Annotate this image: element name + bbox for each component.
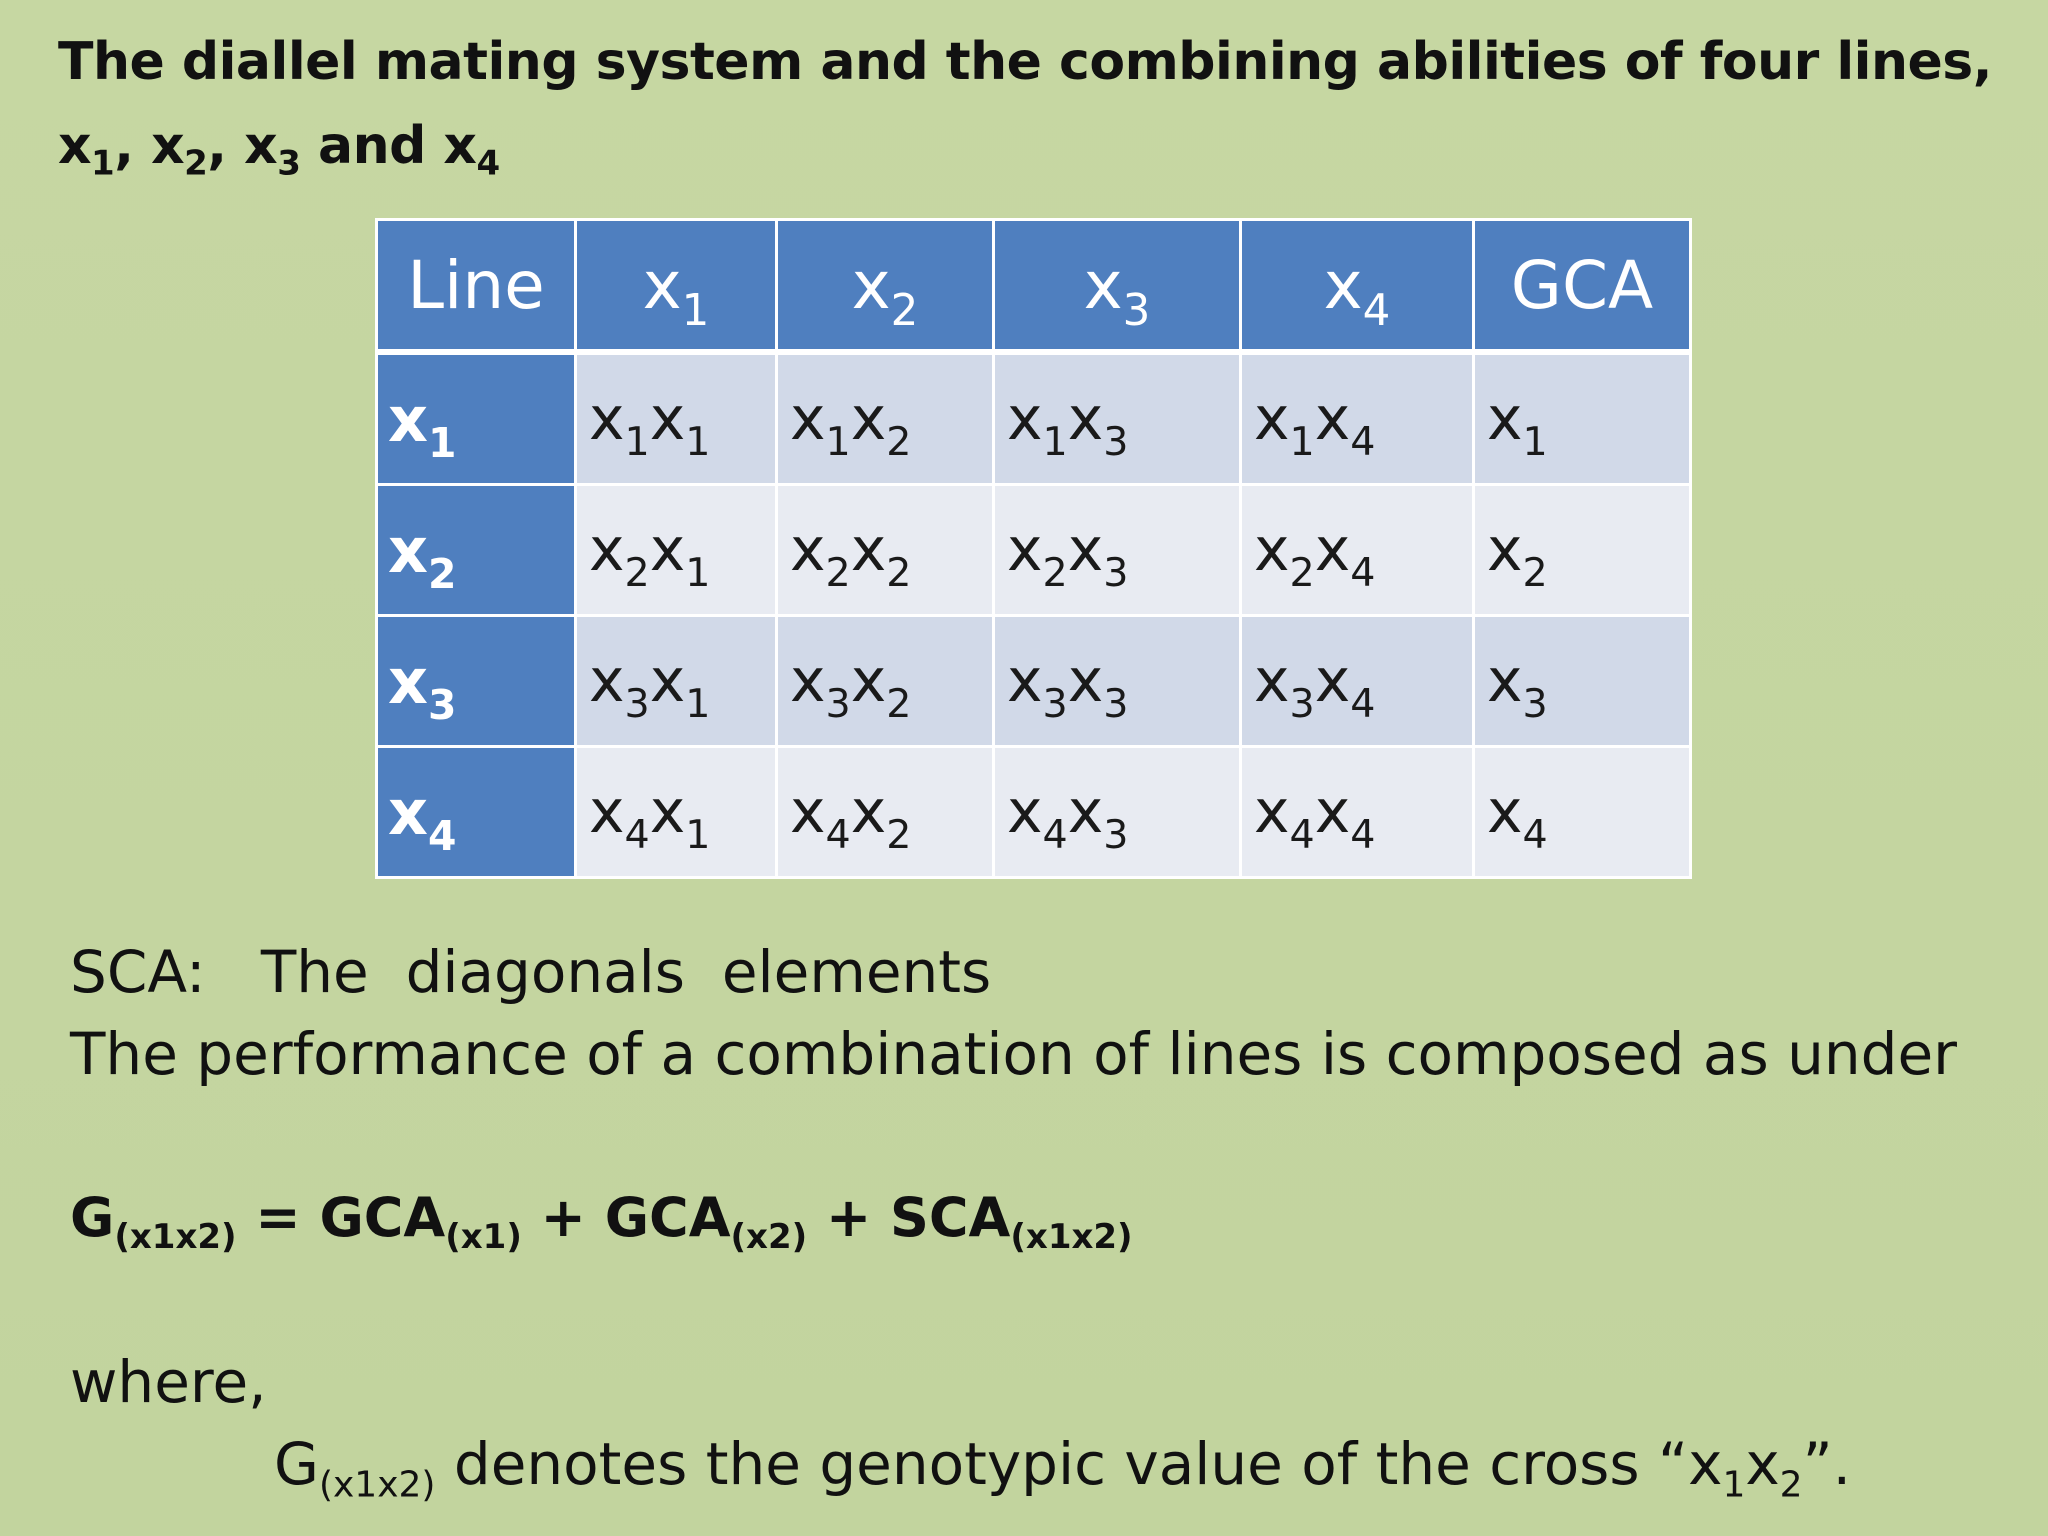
- table-header-row: Line x1 x2 x3 x4 GCA: [375, 218, 1692, 355]
- sca-description: SCA: The diagonals elements: [70, 932, 991, 1012]
- cell-x1x2: x1x2: [775, 350, 995, 486]
- title-line-1: The diallel mating system and the combin…: [58, 32, 1993, 92]
- table-row: x1 x1x1 x1x2 x1x3 x1x4 x1: [375, 350, 1692, 486]
- cell-gca-x2: x2: [1472, 483, 1692, 617]
- row-label-x1: x1: [375, 350, 577, 486]
- title-var-4: x4: [443, 116, 500, 184]
- cell-x2x1: x2x1: [574, 483, 778, 617]
- title-line-2: x1, x2, x3 and x4: [58, 104, 2018, 188]
- genotypic-value-definition: G(x1x2) denotes the genotypic value of t…: [274, 1430, 1852, 1506]
- cell-x3x2: x3x2: [775, 614, 995, 748]
- cell-x1x4: x1x4: [1239, 350, 1475, 486]
- diallel-table-wrapper: Line x1 x2 x3 x4 GCA x1 x1x1 x1x2 x1x3 x…: [375, 218, 1692, 879]
- diallel-table: Line x1 x2 x3 x4 GCA x1 x1x1 x1x2 x1x3 x…: [375, 218, 1692, 879]
- slide-title: The diallel mating system and the combin…: [58, 20, 2018, 188]
- cell-gca-x1: x1: [1472, 350, 1692, 486]
- table-row: x3 x3x1 x3x2 x3x3 x3x4 x3: [375, 614, 1692, 748]
- cell-x2x4: x2x4: [1239, 483, 1475, 617]
- sca-label: SCA:: [70, 938, 206, 1006]
- performance-text: The performance of a combination of line…: [70, 1020, 1957, 1088]
- cell-x3x4: x3x4: [1239, 614, 1475, 748]
- header-line: Line: [375, 218, 577, 355]
- title-var-2: x2,: [151, 116, 245, 184]
- cell-x3x1: x3x1: [574, 614, 778, 748]
- cell-gca-x4: x4: [1472, 745, 1692, 879]
- cell-x1x1: x1x1: [574, 350, 778, 486]
- cell-x4x2: x4x2: [775, 745, 995, 879]
- header-col-x3: x3: [992, 218, 1242, 355]
- sca-text: The diagonals elements: [260, 938, 992, 1006]
- cell-x2x3: x2x3: [992, 483, 1242, 617]
- header-col-x4: x4: [1239, 218, 1475, 355]
- cell-x3x3: x3x3: [992, 614, 1242, 748]
- header-col-x1: x1: [574, 218, 778, 355]
- table-row: x2 x2x1 x2x2 x2x3 x2x4 x2: [375, 483, 1692, 617]
- cell-x4x4: x4x4: [1239, 745, 1475, 879]
- cell-gca-x3: x3: [1472, 614, 1692, 748]
- cell-x2x2: x2x2: [775, 483, 995, 617]
- gca-sca-formula: G(x1x2) = GCA(x1) + GCA(x2) + SCA(x1x2): [70, 1186, 1133, 1257]
- cell-x4x3: x4x3: [992, 745, 1242, 879]
- title-var-3: x3 and: [244, 116, 444, 184]
- header-col-x2: x2: [775, 218, 995, 355]
- cell-x1x3: x1x3: [992, 350, 1242, 486]
- row-label-x3: x3: [375, 614, 577, 748]
- cell-x4x1: x4x1: [574, 745, 778, 879]
- row-label-x4: x4: [375, 745, 577, 879]
- table-row: x4 x4x1 x4x2 x4x3 x4x4 x4: [375, 745, 1692, 879]
- title-var-1: x1,: [58, 116, 152, 184]
- where-label: where,: [70, 1348, 267, 1416]
- row-label-x2: x2: [375, 483, 577, 617]
- header-gca: GCA: [1472, 218, 1692, 355]
